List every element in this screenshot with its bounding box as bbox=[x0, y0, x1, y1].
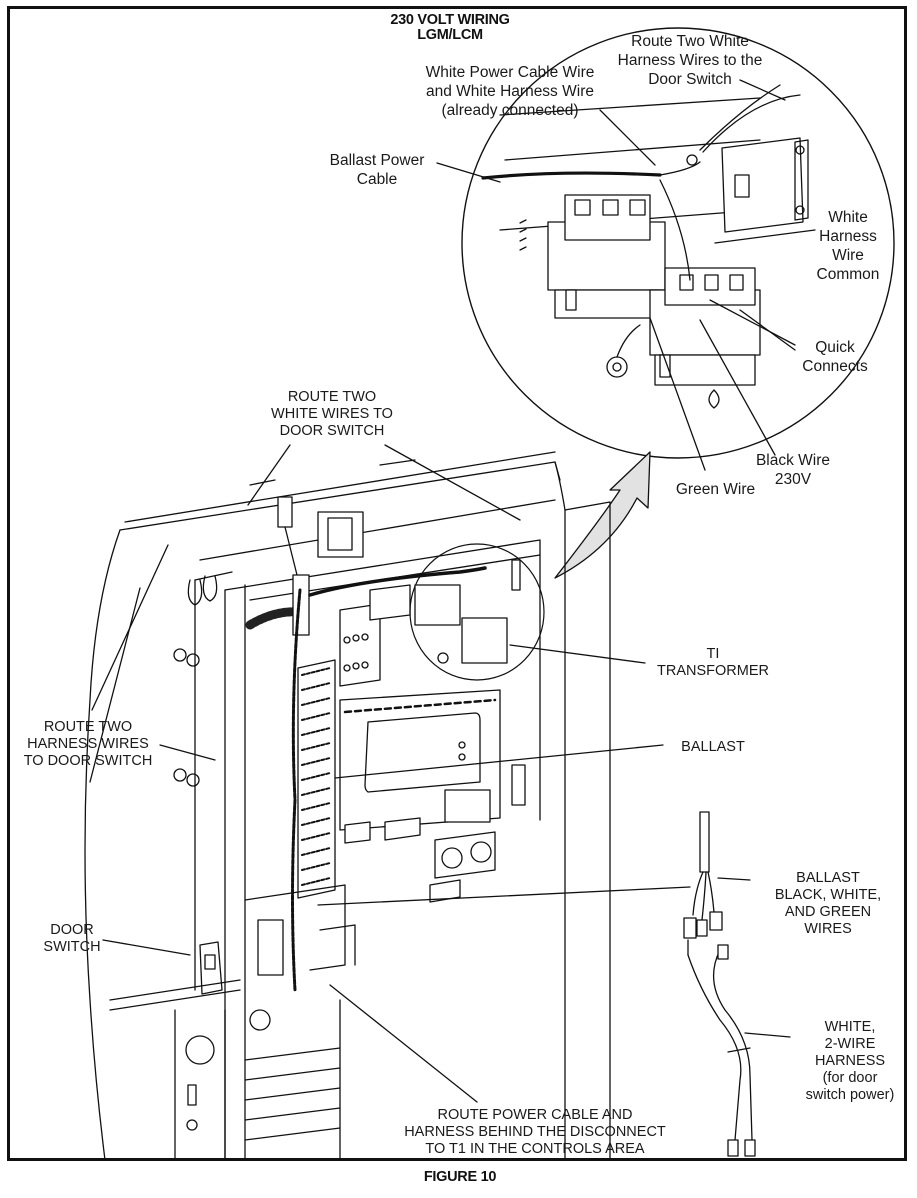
cabinet bbox=[84, 451, 611, 1161]
harness-parts bbox=[683, 811, 756, 1157]
callout-white-harness-wire-common: White Harness Wire Common bbox=[808, 208, 888, 284]
callout-line: (for door bbox=[822, 1070, 878, 1086]
callout-line: HARNESS bbox=[814, 1053, 886, 1069]
callout-line: BLACK, WHITE, bbox=[774, 887, 882, 903]
callout-line: switch power) bbox=[805, 1087, 895, 1103]
door-switch-part bbox=[109, 941, 241, 1011]
callout-line: DOOR SWITCH bbox=[279, 423, 385, 439]
callout-line: White Power Cable Wire bbox=[425, 64, 595, 81]
diagram-title: 230 VOLT WIRING LGM/LCM bbox=[385, 13, 515, 43]
callout-ballast-power-cable: Ballast Power Cable bbox=[316, 151, 438, 189]
callout-line: WIRES bbox=[804, 921, 852, 937]
callout-green-wire: Green Wire bbox=[668, 480, 763, 499]
callout-route-two-harness-wires: ROUTE TWO HARNESS WIRES TO DOOR SWITCH bbox=[18, 719, 158, 770]
callout-line: BALLAST bbox=[681, 739, 745, 755]
callout-line: Harness bbox=[819, 228, 877, 245]
callout-line: TI bbox=[706, 646, 720, 662]
callout-ballast-wires: BALLAST BLACK, WHITE, AND GREEN WIRES bbox=[766, 870, 890, 938]
callout-route-power-cable: ROUTE POWER CABLE AND HARNESS BEHIND THE… bbox=[380, 1107, 690, 1158]
callout-line: Wire bbox=[832, 247, 864, 264]
callout-line: Harness Wires to the bbox=[617, 52, 763, 69]
callout-line: HARNESS WIRES bbox=[27, 736, 149, 752]
callout-line: TO T1 IN THE CONTROLS AREA bbox=[425, 1141, 645, 1157]
callout-white-2wire-harness: WHITE, 2-WIRE HARNESS (for door switch p… bbox=[796, 1019, 904, 1104]
magnify-arrow bbox=[554, 451, 651, 579]
callout-line: Common bbox=[816, 266, 880, 283]
callout-black-wire: Black Wire 230V bbox=[748, 451, 838, 489]
callout-line: ROUTE POWER CABLE AND bbox=[437, 1107, 633, 1123]
callout-door-switch: DOOR SWITCH bbox=[38, 922, 106, 956]
title-line-1: 230 VOLT WIRING bbox=[390, 12, 510, 28]
callout-line: BALLAST bbox=[796, 870, 860, 886]
callout-line: and White Harness Wire bbox=[426, 83, 594, 100]
callout-line: TO DOOR SWITCH bbox=[23, 753, 153, 769]
callout-line: Black Wire bbox=[755, 452, 831, 469]
callout-line: Ballast Power bbox=[329, 152, 425, 169]
callout-line: AND GREEN bbox=[784, 904, 872, 920]
title-line-2: LGM/LCM bbox=[417, 27, 483, 43]
callout-line: 230V bbox=[774, 471, 812, 488]
callout-quick-connects: Quick Connects bbox=[794, 338, 876, 376]
callout-line: SWITCH bbox=[43, 939, 101, 955]
callout-line: 2-WIRE bbox=[824, 1036, 876, 1052]
callout-ballast: BALLAST bbox=[668, 739, 758, 756]
callout-route-two-white-harness: Route Two White Harness Wires to the Doo… bbox=[600, 32, 780, 89]
ballast-unit bbox=[339, 689, 501, 879]
main-leader-lines bbox=[89, 444, 791, 1103]
figure-frame bbox=[7, 6, 907, 1161]
callout-line: Door Switch bbox=[648, 71, 732, 88]
detail-magnifier bbox=[461, 27, 895, 459]
relay-detail-2 bbox=[649, 267, 761, 386]
callout-white-power-cable-wire: White Power Cable Wire and White Harness… bbox=[405, 63, 615, 120]
callout-line: ROUTE TWO bbox=[43, 719, 133, 735]
callout-route-two-white-wires: ROUTE TWO WHITE WIRES TO DOOR SWITCH bbox=[262, 389, 402, 440]
callout-line: DOOR bbox=[50, 922, 94, 938]
callout-line: WHITE, bbox=[824, 1019, 876, 1035]
relay-detail-1 bbox=[547, 194, 666, 319]
callout-line: Connects bbox=[802, 358, 868, 375]
detail-leader-lines bbox=[436, 79, 816, 471]
terminal-block bbox=[297, 659, 336, 899]
figure-caption: FIGURE 10 bbox=[423, 1169, 497, 1185]
callout-line: Cable bbox=[356, 171, 398, 188]
callout-line: Green Wire bbox=[675, 481, 756, 498]
callout-line: TRANSFORMER bbox=[657, 663, 769, 679]
callout-line: HARNESS BEHIND THE DISCONNECT bbox=[404, 1124, 666, 1140]
callout-line: (already connected) bbox=[441, 102, 579, 119]
callout-ti-transformer: TI TRANSFORMER bbox=[648, 646, 778, 680]
callout-line: WHITE WIRES TO bbox=[271, 406, 393, 422]
callout-line: Route Two White bbox=[631, 33, 749, 50]
callout-line: ROUTE TWO bbox=[287, 389, 377, 405]
callout-line: Quick bbox=[815, 339, 855, 356]
callout-line: White bbox=[828, 209, 868, 226]
